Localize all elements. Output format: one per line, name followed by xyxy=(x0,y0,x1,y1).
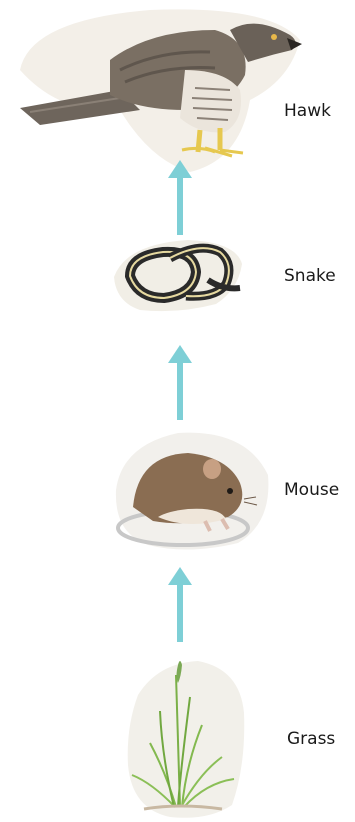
snake-illustration xyxy=(108,232,248,317)
up-arrow-icon xyxy=(168,345,192,420)
up-arrow-icon xyxy=(168,160,192,235)
grass-illustration xyxy=(118,655,248,822)
hawk-label: Hawk xyxy=(284,103,331,120)
snake-label: Snake xyxy=(284,268,336,285)
arrow-snake-to-hawk xyxy=(168,160,192,235)
grass-icon xyxy=(118,655,248,822)
mouse-icon xyxy=(108,425,273,555)
grass-label: Grass xyxy=(287,731,335,748)
hawk-icon xyxy=(0,0,310,180)
arrow-grass-to-mouse xyxy=(168,567,192,642)
arrow-mouse-to-snake xyxy=(168,345,192,420)
snake-icon xyxy=(108,232,248,317)
hawk-illustration xyxy=(0,0,310,180)
up-arrow-icon xyxy=(168,567,192,642)
mouse-illustration xyxy=(108,425,273,555)
mouse-label: Mouse xyxy=(284,482,339,499)
